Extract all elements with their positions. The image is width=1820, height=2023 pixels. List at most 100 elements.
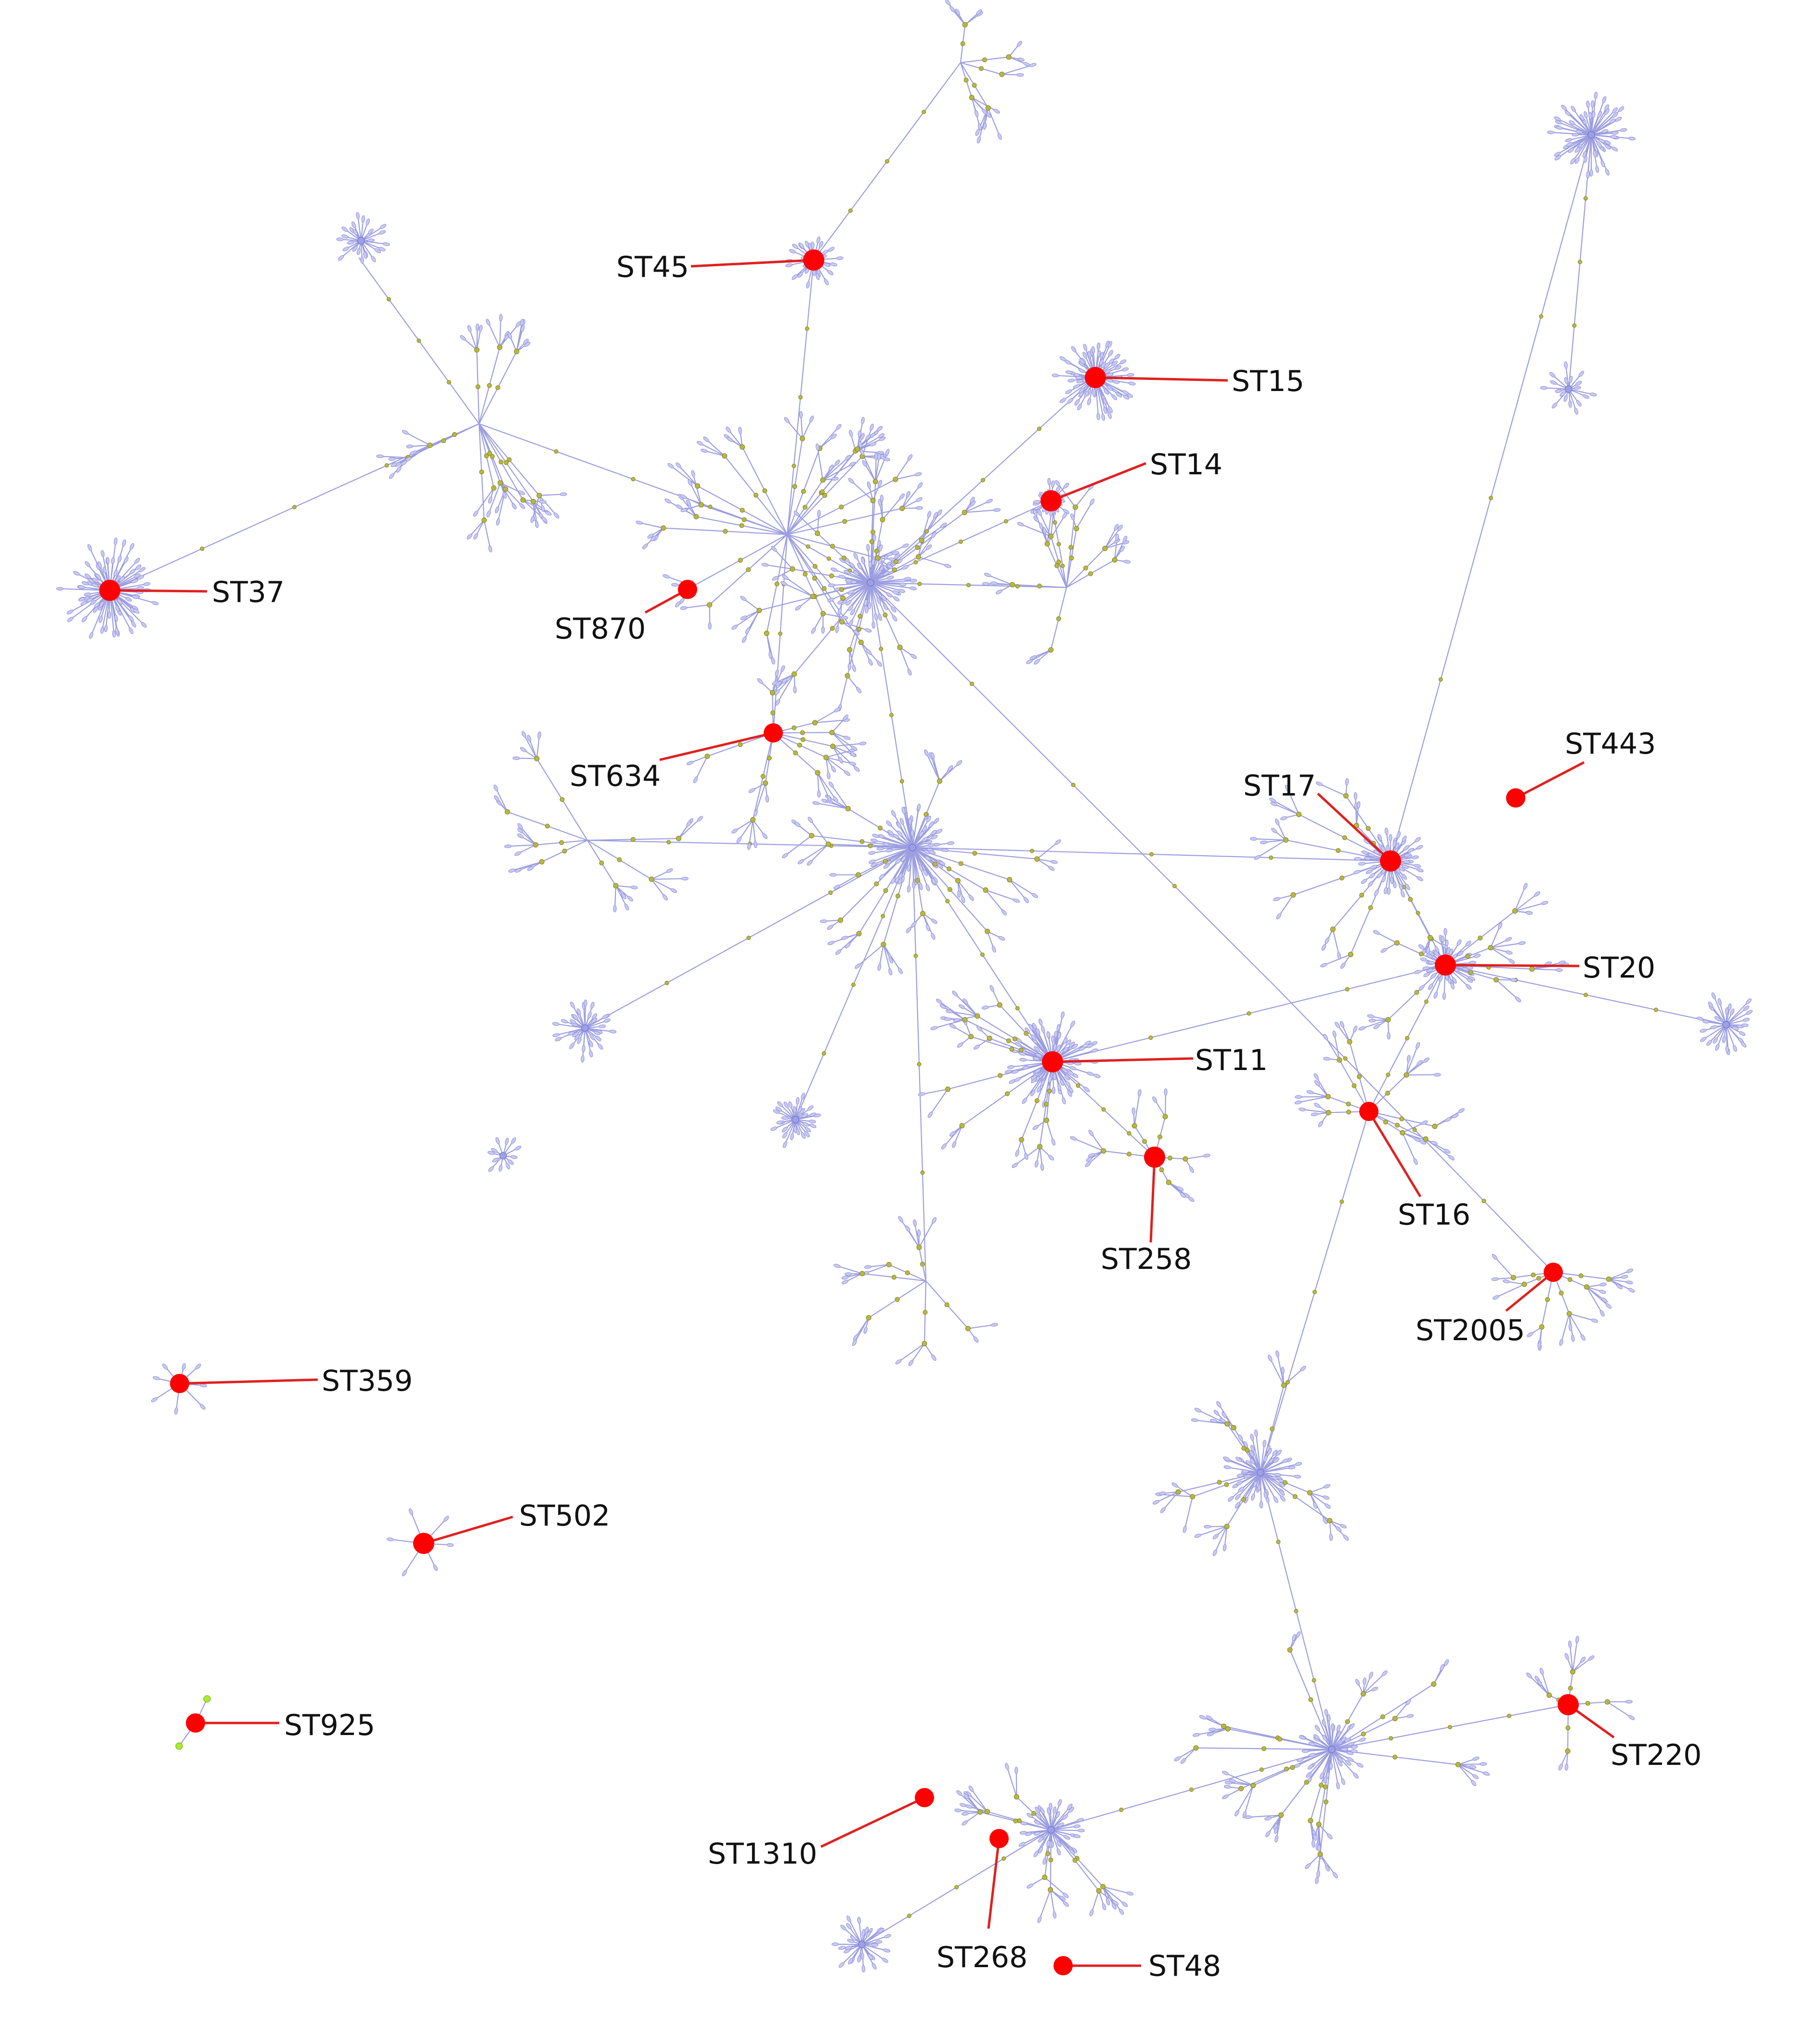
callout-st45: ST45 xyxy=(616,249,824,284)
leaf-node xyxy=(1062,1814,1068,1820)
link-node xyxy=(559,797,565,802)
st1310-marker[interactable] xyxy=(915,1788,934,1807)
leaf-node xyxy=(1035,1160,1039,1168)
leaf-node xyxy=(1555,389,1562,393)
leaf-node xyxy=(496,518,500,526)
leaf-node xyxy=(1051,1035,1055,1043)
link-node xyxy=(881,941,886,947)
leaf-node xyxy=(883,603,888,610)
leaf-node xyxy=(336,237,344,241)
leaf-node xyxy=(1112,1903,1117,1910)
st17-label: ST17 xyxy=(1243,769,1316,803)
leaf-node xyxy=(1332,1872,1338,1879)
leaf-node xyxy=(1079,1046,1086,1051)
leaf-node xyxy=(1564,1763,1569,1771)
leaf-node xyxy=(1356,801,1361,809)
leaf-node xyxy=(857,563,862,570)
leaf-node xyxy=(589,1050,593,1057)
st443-marker[interactable] xyxy=(1506,788,1525,808)
link-node xyxy=(1394,940,1400,946)
leaf-node xyxy=(1158,1491,1166,1495)
leaf-node xyxy=(897,822,902,829)
link-node xyxy=(790,566,795,572)
st37-marker[interactable] xyxy=(99,580,120,601)
network-edge xyxy=(870,582,896,593)
link-node xyxy=(881,914,885,918)
st17-marker[interactable] xyxy=(1380,850,1401,872)
leaf-node xyxy=(833,796,839,803)
link-node xyxy=(769,690,775,695)
leaf-node xyxy=(1276,913,1282,920)
leaf-node xyxy=(1307,1764,1314,1770)
link-node xyxy=(874,881,879,887)
leaf-node xyxy=(402,430,409,435)
network-edge xyxy=(899,647,910,672)
st268-marker[interactable] xyxy=(989,1829,1009,1848)
leaf-node xyxy=(872,834,879,838)
callout-line-st634 xyxy=(659,731,774,761)
leaf-node xyxy=(1406,1714,1414,1718)
leaf-node xyxy=(1037,1916,1042,1923)
network-edge xyxy=(1050,1890,1055,1915)
st258-marker[interactable] xyxy=(1144,1147,1165,1168)
link-node xyxy=(1326,1110,1331,1115)
leaf-node xyxy=(1249,1458,1255,1464)
leaf-node xyxy=(1065,370,1073,375)
leaf-node xyxy=(85,561,91,567)
leaf-node xyxy=(1571,1334,1575,1342)
leaf-node xyxy=(88,578,95,583)
link-node xyxy=(1296,811,1302,817)
leaf-node xyxy=(1329,1762,1333,1770)
st16-marker[interactable] xyxy=(1359,1102,1378,1121)
leaf-node xyxy=(1062,1892,1069,1898)
st48-marker[interactable] xyxy=(1053,1956,1073,1975)
link-node xyxy=(1005,1091,1010,1096)
leaf-node xyxy=(1702,1019,1710,1024)
network-edge xyxy=(862,560,871,583)
st220-marker[interactable] xyxy=(1558,1694,1579,1715)
leaf-node xyxy=(1332,1031,1337,1038)
leaf-node xyxy=(1466,978,1473,983)
leaf-node xyxy=(1396,831,1401,838)
leaf-node xyxy=(1056,1024,1061,1031)
st870-marker[interactable] xyxy=(678,580,697,599)
network-edge xyxy=(1277,1354,1285,1385)
st925-marker[interactable] xyxy=(186,1713,205,1733)
st15-marker[interactable] xyxy=(1085,367,1106,388)
st20-marker[interactable] xyxy=(1435,954,1456,976)
leaf-node xyxy=(976,136,981,144)
leaf-node xyxy=(1610,135,1618,139)
network-edge xyxy=(1328,1717,1333,1750)
leaf-node xyxy=(899,493,905,500)
st634-marker[interactable] xyxy=(764,723,783,743)
leaf-node xyxy=(1271,1476,1278,1480)
leaf-node xyxy=(1336,1782,1340,1789)
st14-marker[interactable] xyxy=(1040,490,1062,511)
leaf-node xyxy=(1626,1268,1634,1273)
leaf-node xyxy=(1235,1457,1242,1462)
st45-marker[interactable] xyxy=(803,249,824,271)
st2005-marker[interactable] xyxy=(1544,1263,1563,1282)
leaf-node xyxy=(915,506,923,510)
network-edge xyxy=(556,1027,585,1036)
leaf-node xyxy=(1071,346,1077,352)
network-edge xyxy=(1009,879,1027,901)
network-edge xyxy=(898,824,913,848)
link-node xyxy=(845,673,850,679)
leaf-node xyxy=(866,649,871,655)
leaf-node xyxy=(1299,1108,1306,1111)
network-edge xyxy=(1276,1815,1282,1839)
leaf-node xyxy=(961,896,965,903)
callout-st1310: ST1310 xyxy=(708,1788,934,1871)
link-node xyxy=(1365,826,1371,831)
link-node xyxy=(1166,1179,1171,1185)
st502-marker[interactable] xyxy=(413,1533,434,1554)
network-edge xyxy=(852,582,871,613)
leaf-node xyxy=(1033,1831,1041,1836)
st359-marker[interactable] xyxy=(170,1374,189,1393)
st11-marker[interactable] xyxy=(1042,1051,1063,1072)
link-node xyxy=(1287,1647,1293,1653)
link-node xyxy=(1072,504,1078,510)
leaf-node xyxy=(1089,1909,1094,1917)
link-node xyxy=(1317,1852,1323,1857)
